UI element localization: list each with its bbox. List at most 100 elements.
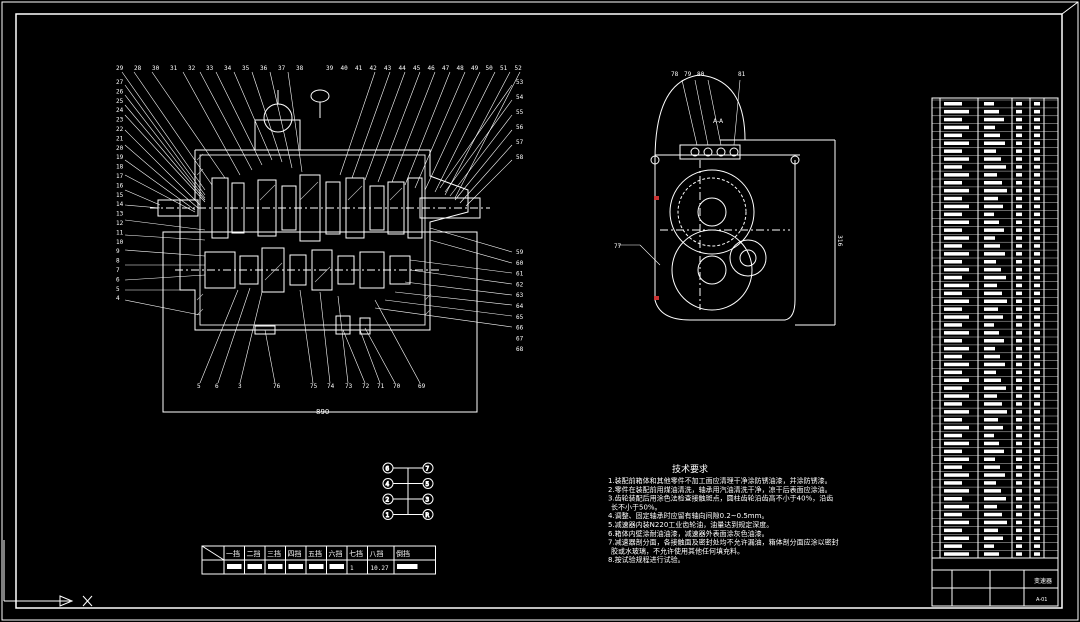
parts-row-text (1034, 165, 1040, 169)
parts-row-text (984, 544, 994, 548)
gear-value-cell (247, 564, 262, 569)
parts-row-text (984, 528, 998, 533)
part-number: 20 (116, 145, 124, 152)
gearbox-section-view (121, 71, 521, 413)
part-number: 65 (516, 314, 524, 321)
parts-row-text (944, 362, 969, 367)
part-number: 10 (116, 239, 124, 246)
parts-row-text (1016, 331, 1022, 335)
parts-row-text (1016, 402, 1022, 406)
parts-row-text (1016, 473, 1022, 477)
parts-row-text (944, 299, 969, 303)
parts-row-text (984, 489, 1001, 493)
part-number: 5 (197, 383, 201, 390)
parts-row-text (984, 220, 999, 224)
parts-row-text (1016, 196, 1022, 201)
part-number: 74 (327, 383, 335, 390)
parts-row-text (1034, 173, 1040, 177)
parts-row-text (1016, 425, 1022, 430)
parts-row-text (984, 283, 997, 288)
gear-ratio-table: 一挡二挡三挡四挡五挡六挡七挡1八挡10.27倒挡 (201, 545, 436, 575)
parts-row-text (1016, 260, 1022, 264)
parts-row-text (1034, 252, 1040, 256)
part-number: 12 (116, 220, 124, 227)
parts-row-text (1016, 481, 1022, 485)
shift-label: 7 (426, 466, 430, 473)
parts-row-text (1034, 315, 1040, 319)
parts-row-text (1034, 370, 1040, 375)
parts-row-text (984, 299, 1007, 303)
parts-row-text (944, 378, 969, 382)
parts-row-text (1016, 544, 1022, 548)
parts-row-text (984, 552, 999, 556)
parts-row-text (1034, 394, 1040, 398)
parts-row-text (1016, 109, 1022, 114)
height-dimension: 316 (836, 235, 843, 247)
part-number: 22 (116, 126, 124, 133)
parts-row-text (1034, 544, 1040, 548)
tech-note: 6.箱体内壁涂耐油油漆，减速器外表面涂灰色油漆。 (608, 529, 769, 538)
parts-row-text (1034, 410, 1040, 414)
part-number: 67 (516, 335, 524, 342)
parts-row-text (1016, 133, 1022, 138)
part-number: 37 (278, 65, 286, 72)
gear-value-cell (397, 564, 418, 569)
parts-row-text (1016, 267, 1022, 272)
parts-row-text (1016, 386, 1022, 390)
parts-row-text (984, 362, 1005, 367)
parts-row-text (1016, 141, 1022, 145)
gear-value-cell (329, 564, 344, 569)
parts-row-text (1016, 252, 1022, 256)
part-number: 55 (516, 109, 524, 116)
parts-row-text (1016, 236, 1022, 240)
parts-row-text (984, 307, 998, 311)
parts-row-text (984, 346, 995, 351)
parts-row-text (1016, 512, 1022, 517)
parts-row-text (944, 473, 969, 477)
parts-row-text (944, 141, 969, 145)
gear-value-cell (309, 564, 324, 569)
part-number: 13 (116, 211, 124, 218)
gear-header: 四挡 (288, 549, 302, 558)
parts-row-text (944, 315, 969, 319)
parts-row-text (944, 520, 969, 525)
part-number: 38 (296, 65, 304, 72)
parts-row-text (944, 260, 962, 264)
parts-row-text (1016, 165, 1022, 169)
part-number: 66 (516, 325, 524, 332)
parts-row-text (944, 307, 962, 311)
parts-row-text (984, 441, 999, 446)
parts-row-text (1034, 188, 1040, 193)
part-number: 11 (116, 229, 124, 236)
part-number: 42 (370, 65, 378, 72)
part-number: 80 (697, 71, 705, 78)
parts-row-text (1016, 552, 1022, 556)
part-number: 6 (116, 276, 120, 283)
parts-row-text (984, 481, 996, 485)
parts-row-text (984, 275, 1006, 280)
part-number: 3 (238, 383, 242, 390)
part-number: 31 (170, 65, 178, 72)
parts-row-text (1034, 204, 1040, 209)
parts-row-text (984, 291, 1002, 296)
part-number: 21 (116, 135, 124, 142)
parts-row-text (944, 267, 969, 272)
part-number: 77 (614, 243, 622, 250)
parts-row-text (944, 125, 969, 130)
part-number: 47 (442, 65, 450, 72)
parts-row-text (1034, 425, 1040, 430)
parts-row-text (944, 418, 962, 422)
parts-row-text (1016, 441, 1022, 446)
part-number: 29 (116, 65, 124, 72)
parts-row-text (984, 102, 994, 106)
parts-row-text (1016, 418, 1022, 422)
part-number: 57 (516, 139, 524, 146)
parts-row-text (944, 465, 962, 469)
parts-row-text (944, 102, 962, 106)
tech-title: 技术要求 (672, 463, 708, 475)
parts-row-text (1016, 275, 1022, 280)
gear-header: 七挡 (349, 549, 363, 558)
parts-row-text (944, 544, 962, 548)
part-number: 72 (362, 383, 370, 390)
